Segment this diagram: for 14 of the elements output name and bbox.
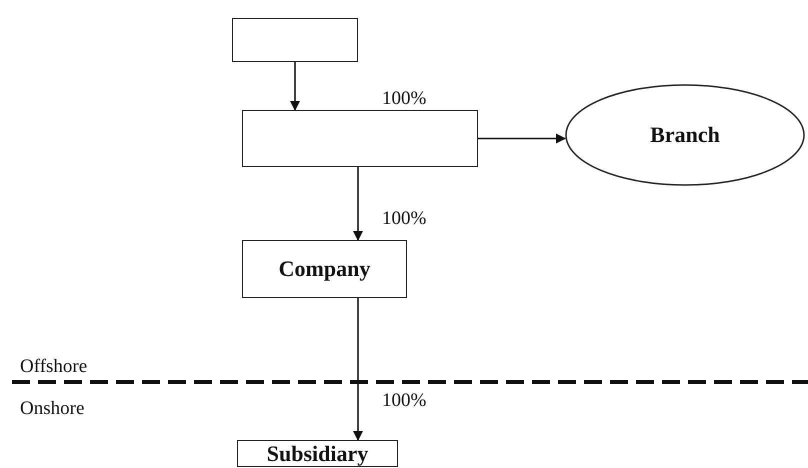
- entity-box: [242, 240, 407, 298]
- arrow: [290, 62, 300, 111]
- node-label: Branch: [650, 122, 720, 148]
- entity-box: [237, 440, 398, 467]
- region-label: Offshore: [19, 356, 88, 378]
- arrow: [353, 167, 363, 241]
- arrow: [478, 134, 566, 144]
- entity-box: [242, 110, 478, 167]
- region-label: Onshore: [19, 398, 86, 420]
- node-label: Company: [278, 256, 370, 282]
- entity-box: [232, 18, 358, 62]
- node-label: Subsidiary: [266, 440, 368, 466]
- ellipse-node: [565, 84, 805, 186]
- arrow: [353, 298, 363, 441]
